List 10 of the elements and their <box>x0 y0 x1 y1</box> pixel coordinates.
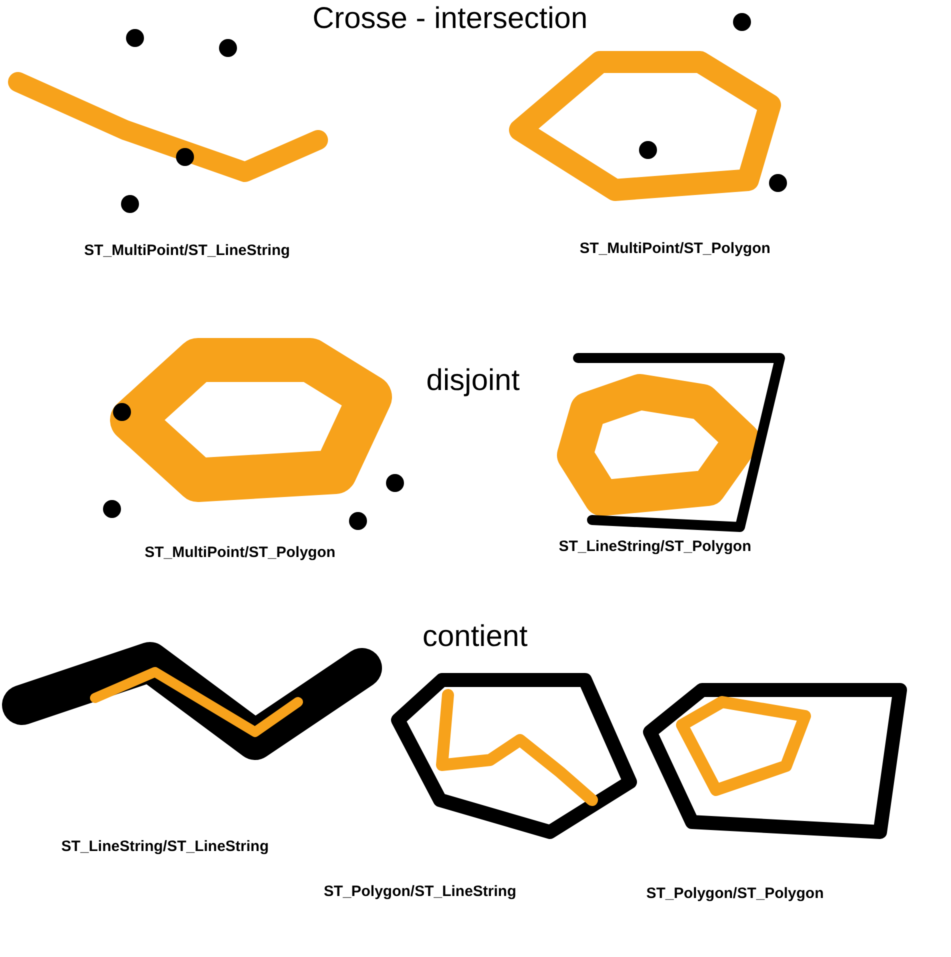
section-heading: Crosse - intersection <box>312 2 588 36</box>
caption: ST_MultiPoint/ST_LineString <box>84 242 290 259</box>
section-heading: disjoint <box>426 364 520 398</box>
caption: ST_Polygon/ST_Polygon <box>646 885 824 902</box>
caption: ST_Polygon/ST_LineString <box>324 883 516 900</box>
caption: ST_LineString/ST_LineString <box>61 838 269 855</box>
caption: ST_LineString/ST_Polygon <box>558 538 752 555</box>
section-heading: contient <box>422 620 528 654</box>
caption: ST_MultiPoint/ST_Polygon <box>580 240 770 257</box>
caption: ST_MultiPoint/ST_Polygon <box>144 544 336 561</box>
